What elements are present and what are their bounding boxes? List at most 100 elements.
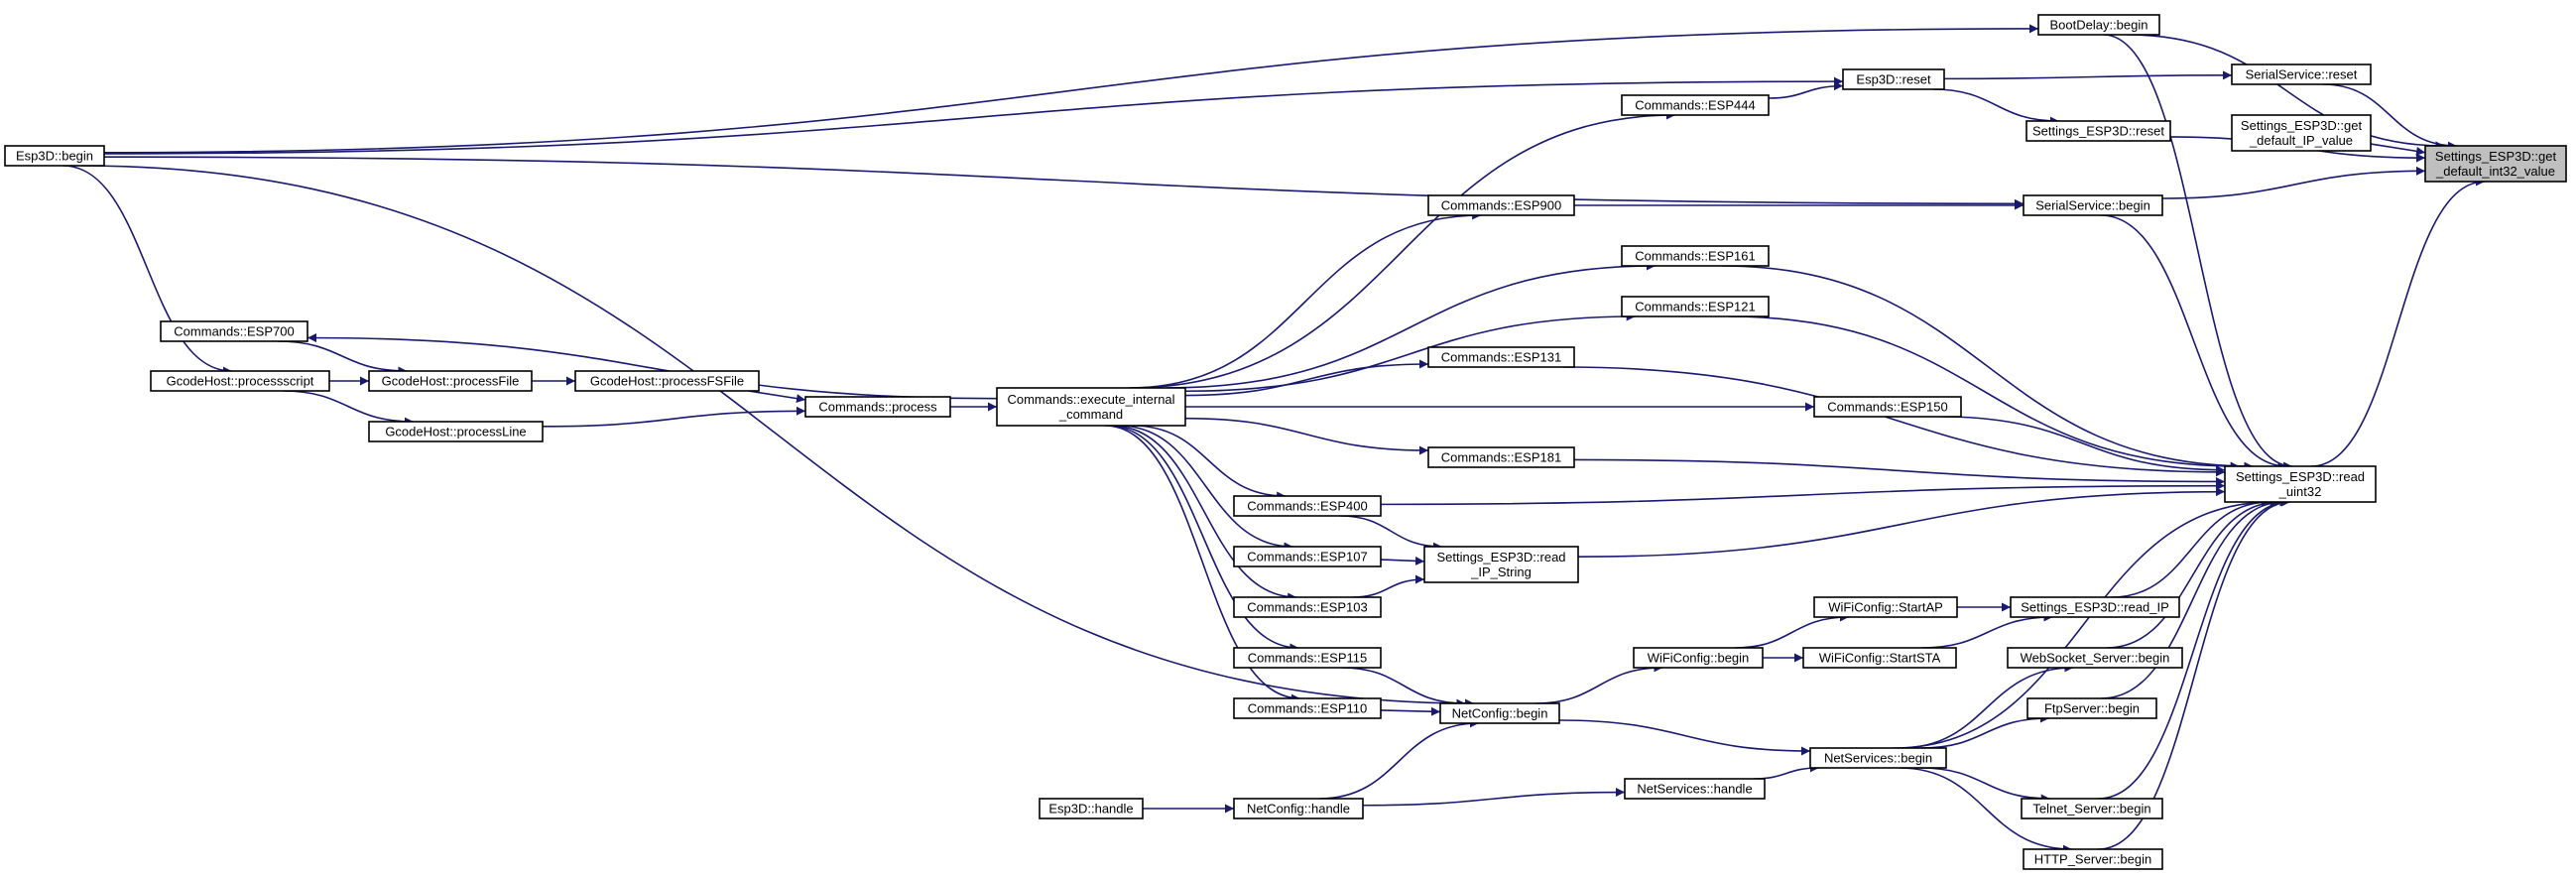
node-box: [2424, 145, 2567, 183]
node-label: _IP_String: [1470, 564, 1532, 579]
node-esp121[interactable]: Commands::ESP121: [1621, 296, 1770, 317]
node-box: [150, 370, 330, 392]
node-execute[interactable]: Commands::execute_internal_command: [996, 387, 1186, 427]
node-esp150[interactable]: Commands::ESP150: [1813, 396, 1962, 418]
node-processfile[interactable]: GcodeHost::processFile: [368, 370, 533, 392]
node-serialservice-reset[interactable]: SerialService::reset: [2231, 63, 2372, 85]
edge-execute-to-esp110: [1104, 425, 1300, 703]
node-label: GcodeHost::processFSFile: [590, 374, 744, 389]
edge-serialservice-begin-to-read-uint32: [2100, 214, 2287, 471]
node-netservices-begin[interactable]: NetServices::begin: [1809, 747, 1947, 769]
node-read-uint32[interactable]: Settings_ESP3D::read_uint32: [2224, 465, 2377, 503]
node-esp3d-begin[interactable]: Esp3D::begin: [4, 145, 105, 167]
node-label: Settings_ESP3D::get: [2241, 118, 2363, 133]
node-box: [2023, 848, 2163, 870]
node-box: [1439, 702, 1560, 724]
node-processscript[interactable]: GcodeHost::processscript: [150, 370, 330, 392]
node-box: [1427, 194, 1575, 216]
edge-execute-to-esp700: [307, 333, 998, 400]
node-box: [1809, 747, 1947, 769]
node-wifi-startap[interactable]: WiFiConfig::StartAP: [1813, 596, 1958, 618]
node-processline[interactable]: GcodeHost::processLine: [368, 421, 544, 442]
node-http-begin[interactable]: HTTP_Server::begin: [2023, 848, 2163, 870]
edge-netservices-begin-to-read-uint32: [1893, 497, 2273, 749]
node-layer: Settings_ESP3D::get_default_int32_value B…: [4, 14, 2567, 870]
node-processfsfile[interactable]: GcodeHost::processFSFile: [574, 370, 760, 392]
node-esp444[interactable]: Commands::ESP444: [1621, 94, 1770, 116]
node-box: [1423, 546, 1579, 583]
node-esp900[interactable]: Commands::ESP900: [1427, 194, 1575, 216]
node-box: [368, 370, 533, 392]
node-box: [1233, 647, 1382, 669]
node-netconfig-begin[interactable]: NetConfig::begin: [1439, 702, 1560, 724]
edge-processfsfile-to-process: [748, 390, 806, 404]
edge-esp181-to-read-uint32: [1573, 458, 2226, 486]
node-esp103[interactable]: Commands::ESP103: [1233, 596, 1382, 618]
edge-esp3d-begin-to-bootdelay-begin: [103, 24, 2039, 154]
edge-esp103-to-read-ip-string: [1352, 574, 1425, 598]
node-label: Commands::ESP121: [1635, 300, 1755, 314]
node-label: WebSocket_Server::begin: [2021, 651, 2170, 666]
edge-execute-to-esp115: [1107, 425, 1299, 653]
node-read-ip-string[interactable]: Settings_ESP3D::read_IP_String: [1423, 546, 1579, 583]
edge-execute-to-esp161: [1166, 261, 1656, 389]
node-esp700[interactable]: Commands::ESP700: [160, 320, 308, 342]
edge-esp3d-begin-to-esp3d-reset: [103, 76, 1844, 155]
node-label: GcodeHost::processscript: [167, 374, 314, 389]
edge-processscript-to-processline: [282, 390, 414, 427]
node-label: Commands::process: [818, 400, 937, 415]
node-box: [2010, 596, 2180, 618]
node-esp181[interactable]: Commands::ESP181: [1427, 446, 1575, 468]
node-esp110[interactable]: Commands::ESP110: [1233, 697, 1382, 719]
node-read-ip[interactable]: Settings_ESP3D::read_IP: [2010, 596, 2180, 618]
edge-wifi-startsta-to-read-ip: [1921, 612, 2053, 649]
edge-esp3d-begin-to-serialservice-begin: [103, 156, 2024, 208]
node-label: Settings_ESP3D::get: [2435, 149, 2557, 164]
node-label: _default_IP_value: [2249, 133, 2353, 148]
node-telnet-begin[interactable]: Telnet_Server::begin: [2021, 798, 2163, 819]
edge-ftp-begin-to-read-uint32: [2101, 497, 2284, 699]
node-label: Commands::ESP131: [1441, 350, 1561, 365]
node-netconfig-handle[interactable]: NetConfig::handle: [1233, 798, 1364, 819]
node-box: [1233, 798, 1364, 819]
edge-read-ip-string-to-read-uint32: [1577, 487, 2226, 559]
node-label: Commands::ESP110: [1248, 701, 1367, 716]
node-ftp-begin[interactable]: FtpServer::begin: [2026, 697, 2157, 719]
node-esp107[interactable]: Commands::ESP107: [1233, 546, 1382, 567]
edge-esp3d-begin-to-processscript: [62, 165, 232, 376]
node-settings-reset[interactable]: Settings_ESP3D::reset: [2025, 120, 2171, 142]
node-box: [2231, 114, 2372, 152]
node-box: [1624, 778, 1766, 800]
edge-esp444-to-esp3d-reset: [1768, 81, 1844, 99]
edge-http-begin-to-read-uint32: [2098, 497, 2291, 850]
edge-esp3d-begin-to-netconfig-begin: [79, 165, 1475, 708]
node-esp115[interactable]: Commands::ESP115: [1233, 647, 1382, 669]
node-label: Commands::ESP900: [1441, 198, 1561, 213]
node-serialservice-begin[interactable]: SerialService::begin: [2023, 194, 2163, 216]
node-bootdelay-begin[interactable]: BootDelay::begin: [2037, 14, 2160, 36]
node-box: [1039, 798, 1144, 819]
node-esp3d-handle[interactable]: Esp3D::handle: [1039, 798, 1144, 819]
edge-wifi-begin-to-wifi-startap: [1735, 612, 1849, 649]
edge-esp107-to-read-ip-string: [1380, 556, 1425, 565]
node-get-default-ip[interactable]: Settings_ESP3D::get_default_IP_value: [2231, 114, 2372, 152]
node-root[interactable]: Settings_ESP3D::get_default_int32_value: [2424, 145, 2567, 183]
edge-execute-to-esp121: [1184, 312, 1636, 393]
node-label: Esp3D::reset: [1856, 72, 1931, 87]
node-wifi-startsta[interactable]: WiFiConfig::StartSTA: [1802, 647, 1957, 669]
node-box: [1233, 596, 1382, 618]
node-esp3d-reset[interactable]: Esp3D::reset: [1842, 68, 1945, 90]
node-esp161[interactable]: Commands::ESP161: [1621, 245, 1770, 267]
node-netservices-handle[interactable]: NetServices::handle: [1624, 778, 1766, 800]
node-label: WiFiConfig::StartAP: [1828, 600, 1943, 615]
node-label: Settings_ESP3D::read: [2236, 469, 2365, 484]
node-esp400[interactable]: Commands::ESP400: [1233, 495, 1382, 517]
node-box: [1233, 546, 1382, 567]
node-esp131[interactable]: Commands::ESP131: [1427, 346, 1575, 368]
node-label: Commands::execute_internal: [1007, 392, 1174, 407]
node-websocket-begin[interactable]: WebSocket_Server::begin: [2007, 647, 2183, 669]
edge-execute-to-esp103: [1111, 425, 1297, 602]
node-wifi-begin[interactable]: WiFiConfig::begin: [1633, 647, 1764, 669]
node-process[interactable]: Commands::process: [804, 396, 951, 418]
